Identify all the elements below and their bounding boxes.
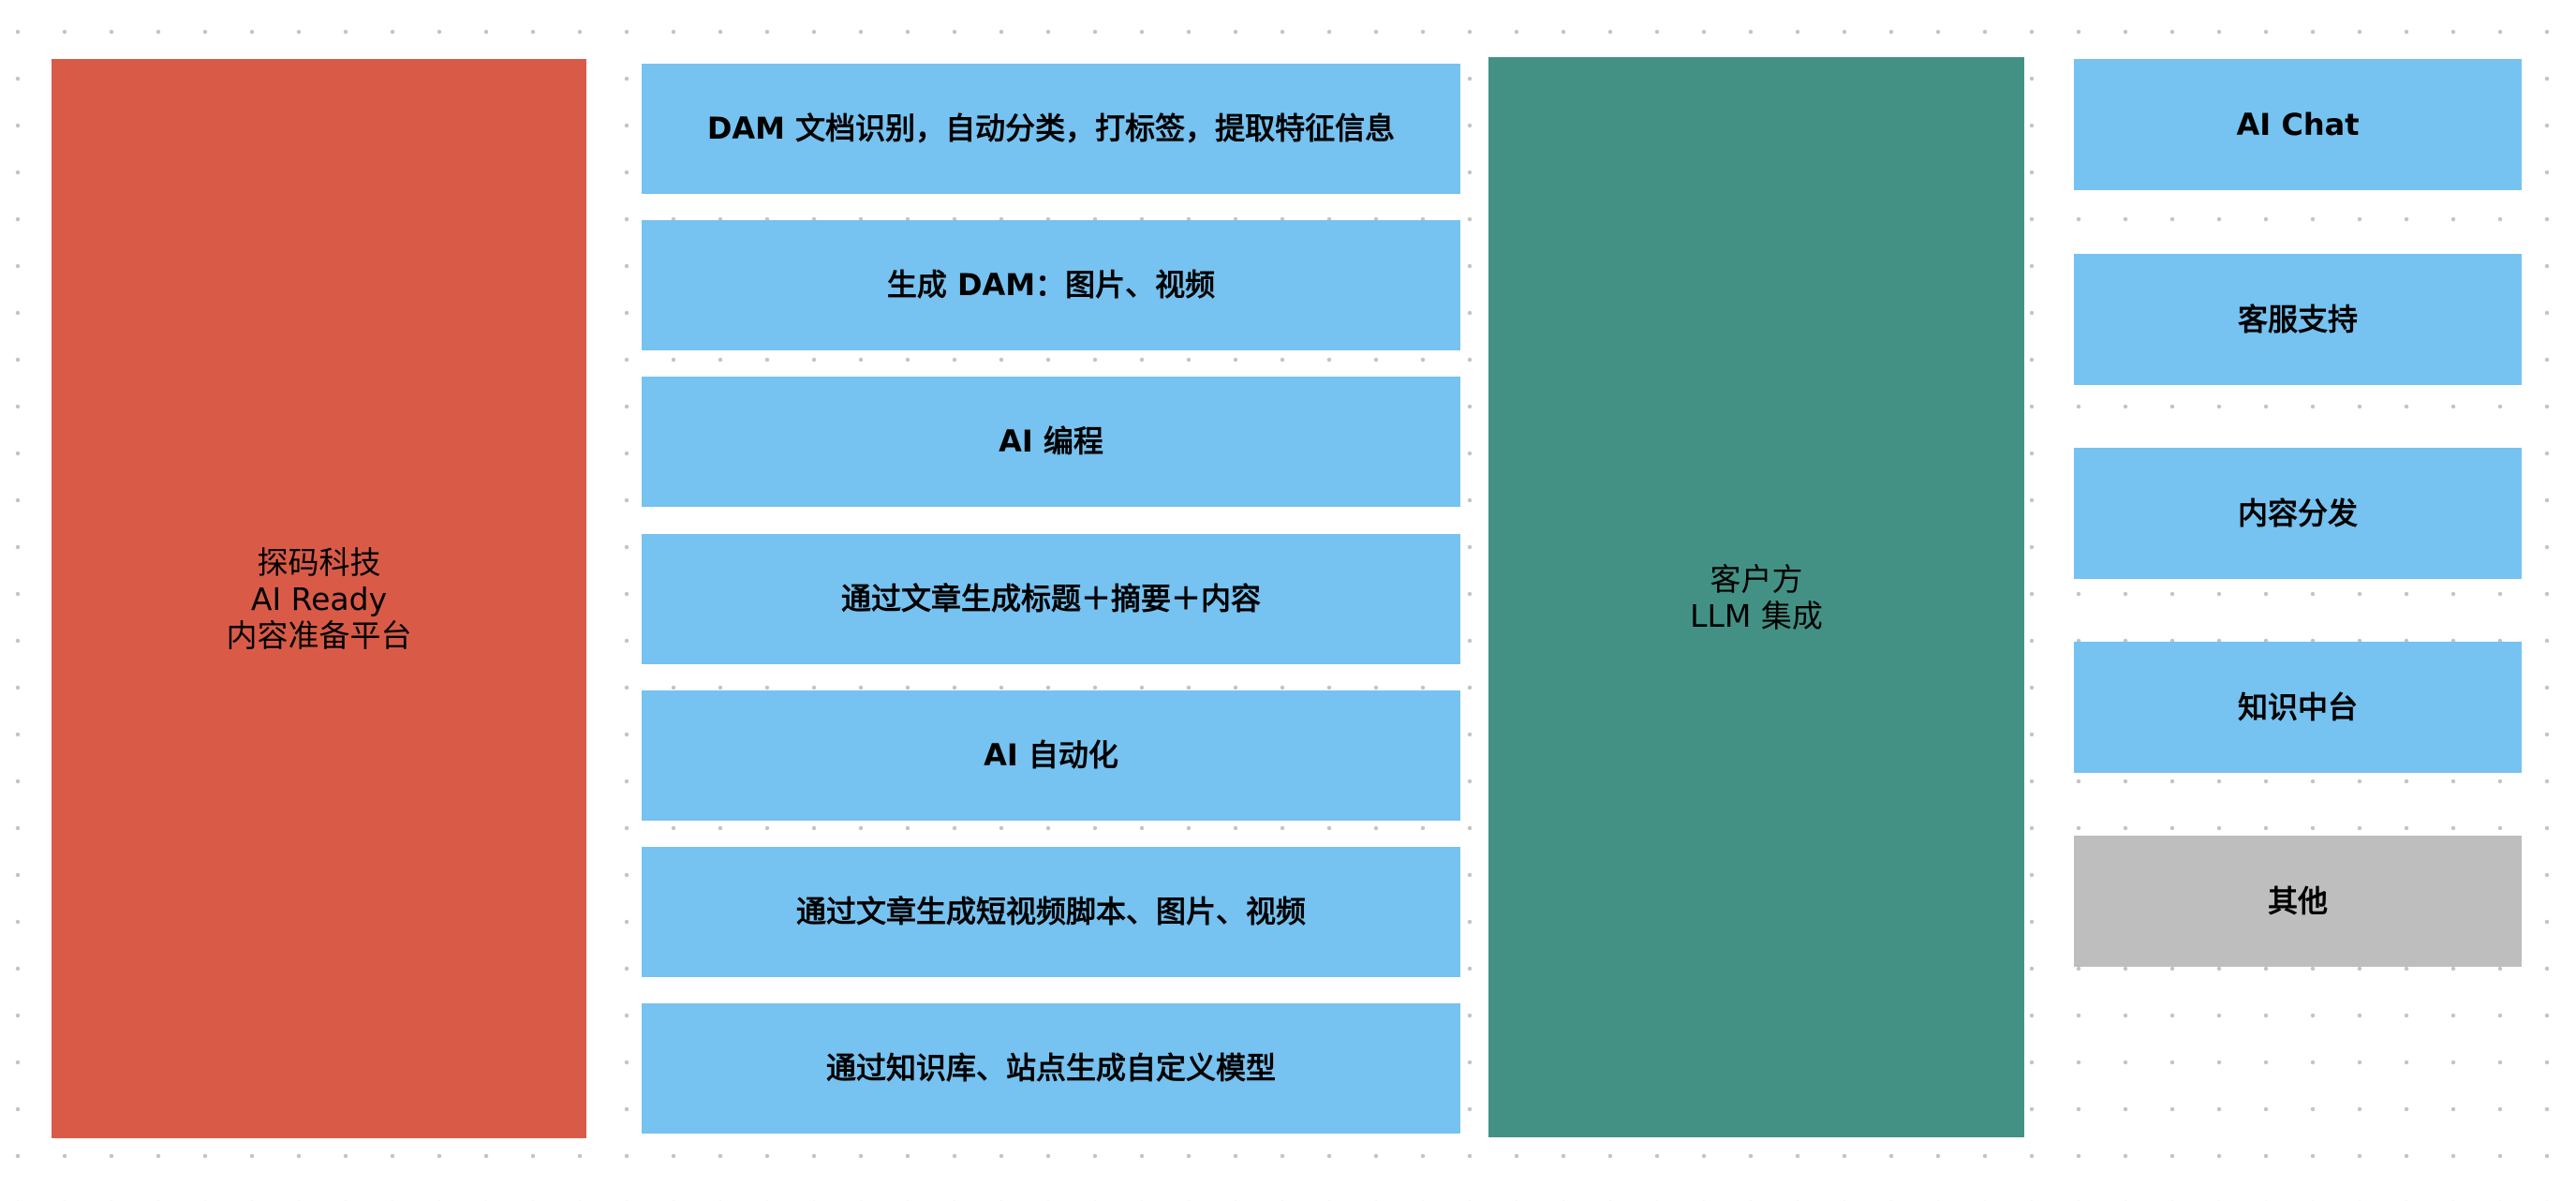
platform-label: 探码科技 AI Ready 内容准备平台 (226, 543, 412, 654)
usecase-label: 其他 (2267, 882, 2328, 919)
capability-dam-generation: 生成 DAM：图片、视频 (642, 220, 1460, 350)
capability-article-generation: 通过文章生成标题＋摘要＋内容 (642, 534, 1460, 664)
capability-label: 通过知识库、站点生成自定义模型 (825, 1050, 1276, 1086)
capability-label: DAM 文档识别，自动分类，打标签，提取特征信息 (706, 111, 1396, 146)
usecase-content-distribution: 内容分发 (2074, 448, 2522, 579)
usecase-customer-support: 客服支持 (2074, 254, 2522, 385)
capability-label: 通过文章生成短视频脚本、图片、视频 (795, 894, 1306, 929)
usecase-ai-chat: AI Chat (2074, 59, 2522, 190)
capability-label: 通过文章生成标题＋摘要＋内容 (840, 581, 1261, 616)
capability-label: AI 自动化 (984, 737, 1118, 773)
capability-label: 生成 DAM：图片、视频 (886, 267, 1216, 303)
client-label: 客户方 LLM 集成 (1690, 560, 1823, 634)
usecase-other: 其他 (2074, 836, 2522, 967)
capability-label: AI 编程 (999, 423, 1103, 459)
platform-block: 探码科技 AI Ready 内容准备平台 (52, 59, 586, 1138)
usecase-label: 内容分发 (2237, 495, 2358, 531)
capability-ai-automation: AI 自动化 (642, 690, 1460, 821)
capability-video-script-generation: 通过文章生成短视频脚本、图片、视频 (642, 847, 1460, 977)
usecase-label: 客服支持 (2237, 301, 2358, 337)
capability-ai-coding: AI 编程 (642, 377, 1460, 507)
capability-custom-model: 通过知识库、站点生成自定义模型 (642, 1003, 1460, 1134)
usecase-label: AI Chat (2236, 106, 2360, 142)
usecase-knowledge-hub: 知识中台 (2074, 642, 2522, 773)
client-llm-block: 客户方 LLM 集成 (1488, 57, 2024, 1137)
usecase-label: 知识中台 (2237, 689, 2358, 725)
capability-dam-recognition: DAM 文档识别，自动分类，打标签，提取特征信息 (642, 64, 1460, 194)
